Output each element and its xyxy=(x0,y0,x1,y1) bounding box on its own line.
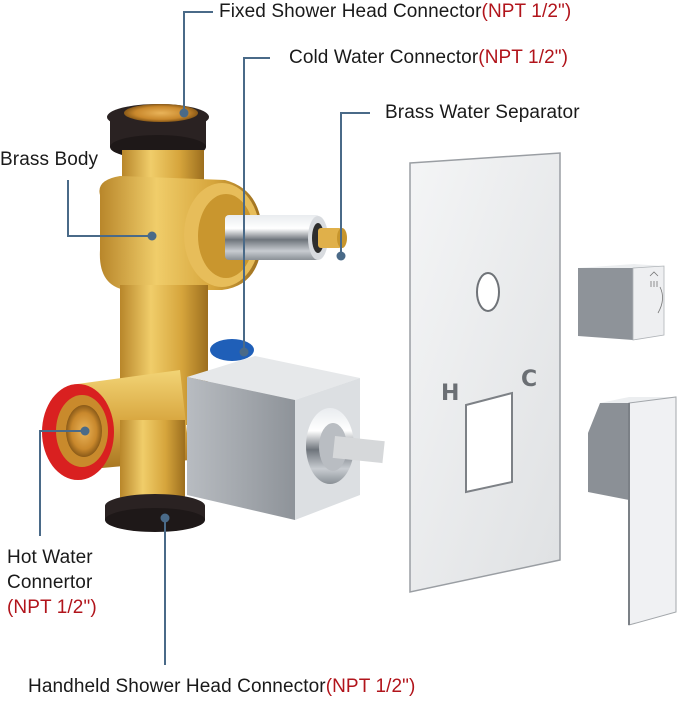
label-line1: Hot Water xyxy=(7,547,93,568)
label-name: Brass Water Separator xyxy=(385,102,580,123)
leader-brass-body xyxy=(67,180,152,237)
label-spec: (NPT 1/2") xyxy=(481,1,572,22)
trim-plate: H C xyxy=(409,152,561,593)
label-fixed-shower-connector: Fixed Shower Head Connector(NPT 1/2") xyxy=(219,1,571,23)
diverter-knob xyxy=(578,264,665,341)
shower-icon xyxy=(649,271,659,287)
label-cold-water-connector: Cold Water Connector(NPT 1/2") xyxy=(289,47,568,69)
leader-separator xyxy=(340,112,370,256)
label-hot-water-connector: Hot Water Connertor (NPT 1/2") xyxy=(7,545,97,620)
hot-mark: H xyxy=(441,381,459,406)
leader-dots xyxy=(80,108,346,523)
leader-hot-water xyxy=(39,430,85,536)
label-brass-body: Brass Body xyxy=(0,149,98,171)
leader-cold-water xyxy=(243,57,270,352)
label-brass-water-separator: Brass Water Separator xyxy=(385,102,580,124)
label-spec: (NPT 1/2") xyxy=(478,47,569,68)
label-name: Brass Body xyxy=(0,149,99,170)
label-name: Cold Water Connector xyxy=(289,47,479,68)
label-spec: (NPT 1/2") xyxy=(7,597,97,618)
label-name: Handheld Shower Head Connector xyxy=(28,676,326,697)
leader-fixed-shower xyxy=(183,11,213,113)
arrow-icon xyxy=(657,286,663,314)
leader-lines xyxy=(39,11,370,665)
label-line2: Connertor xyxy=(7,572,93,593)
lever-handle xyxy=(588,396,677,626)
label-spec: (NPT 1/2") xyxy=(325,676,416,697)
cartridge-stem xyxy=(225,215,347,260)
label-name: Fixed Shower Head Connector xyxy=(219,1,482,22)
cold-mark: C xyxy=(521,367,537,392)
label-handheld-shower-connector: Handheld Shower Head Connector(NPT 1/2") xyxy=(28,676,415,698)
diverter-cube xyxy=(187,356,385,520)
